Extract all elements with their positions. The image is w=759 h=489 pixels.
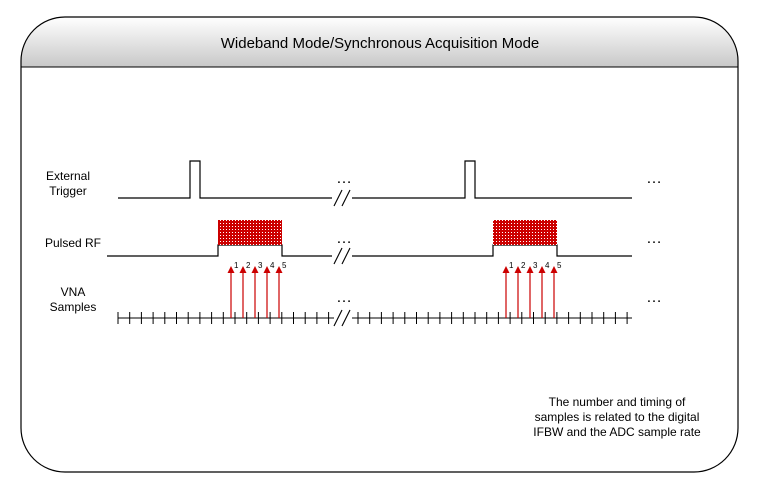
note-line3: IFBW and the ADC sample rate [533, 425, 701, 439]
sample-number: 3 [533, 261, 538, 270]
external-trigger-label-line1: External [46, 169, 90, 183]
sample-number: 2 [246, 261, 251, 270]
sample-arrow-head [538, 266, 546, 273]
sample-arrow-head [251, 266, 259, 273]
pulsed-rf-break-right [341, 247, 351, 265]
sample-arrow-head [526, 266, 534, 273]
sample-number: 5 [282, 261, 287, 270]
sample-number: 1 [509, 261, 514, 270]
sample-arrow-head [227, 266, 235, 273]
frame-border [20, 16, 739, 473]
ellipsis-samples-end: … [646, 289, 662, 306]
external-trigger-break-left [333, 189, 343, 207]
external-trigger-waveform-2 [352, 160, 632, 199]
header-band [21, 17, 738, 67]
rf-pulse-1 [218, 220, 282, 245]
ellipsis-samples-mid: … [336, 289, 352, 306]
vna-sample-timeline [117, 309, 632, 327]
pulsed-rf-waveform-2 [352, 244, 632, 257]
external-trigger-waveform [118, 160, 332, 199]
ellipsis-rf-end: … [646, 230, 662, 247]
sample-arrow-head [263, 266, 271, 273]
external-trigger-break-right [341, 189, 351, 207]
note-line2: samples is related to the digital [535, 410, 700, 424]
sample-number: 1 [234, 261, 239, 270]
diagram-title: Wideband Mode/Synchronous Acquisition Mo… [221, 35, 540, 52]
pulsed-rf-label: Pulsed RF [45, 236, 101, 250]
sample-number: 4 [545, 261, 550, 270]
timeline-break-right [341, 309, 351, 327]
ellipsis-trigger-mid: … [336, 170, 352, 187]
frame [20, 16, 739, 473]
rf-pulse-2 [493, 220, 557, 245]
sample-arrow-head [502, 266, 510, 273]
sample-number: 3 [258, 261, 263, 270]
sample-number: 2 [521, 261, 526, 270]
sample-arrow-head [550, 266, 558, 273]
ellipsis-trigger-end: … [646, 170, 662, 187]
sample-number: 4 [270, 261, 275, 270]
note-line1: The number and timing of [549, 395, 686, 409]
sample-arrow-head [239, 266, 247, 273]
vna-samples-label-line1: VNA [61, 285, 86, 299]
pulsed-rf-break-left [333, 247, 343, 265]
sample-arrow-head [514, 266, 522, 273]
vna-samples-label-line2: Samples [50, 300, 97, 314]
timeline-break-left [333, 309, 343, 327]
external-trigger-label-line2: Trigger [49, 184, 87, 198]
pulsed-rf-waveform [107, 244, 332, 257]
sample-arrow-head [275, 266, 283, 273]
ellipsis-rf-mid: … [336, 230, 352, 247]
sample-number: 5 [557, 261, 562, 270]
